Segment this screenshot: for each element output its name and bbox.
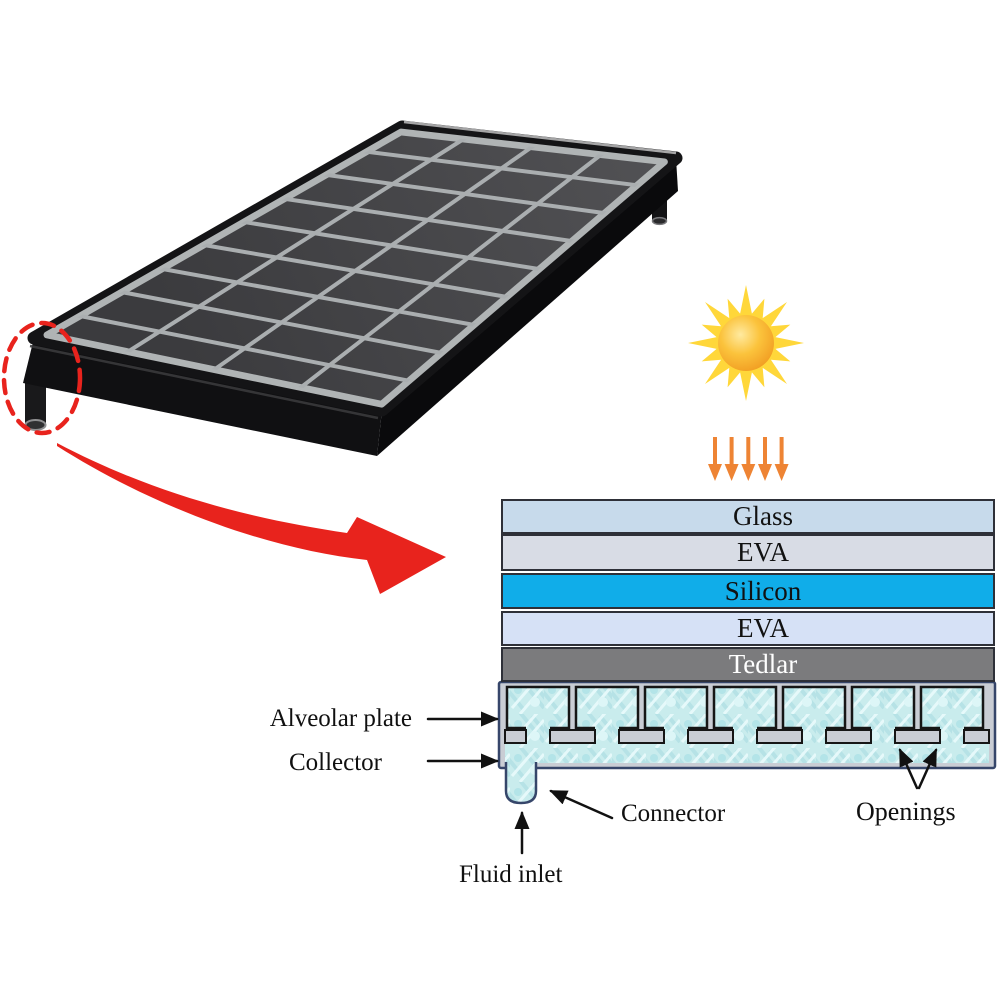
cell-opening (664, 724, 688, 746)
alveolar-plate-graphic (497, 680, 997, 805)
cell-opening (802, 724, 826, 746)
layer-label: Glass (733, 501, 793, 531)
frame-glint (403, 120, 677, 155)
collector-channel (505, 744, 989, 763)
alveolar-cell (712, 685, 778, 730)
layer-label: Tedlar (728, 649, 798, 679)
foot-bar (687, 729, 734, 744)
irradiance-down-arrows (708, 437, 789, 481)
foot-bar (618, 729, 665, 744)
cell-opening (733, 724, 757, 746)
sun-icon (688, 285, 804, 401)
alveolar-cell (574, 685, 640, 730)
openings-label: Openings (856, 797, 956, 826)
openings-arrows (898, 748, 938, 790)
alveolar-cell (781, 685, 847, 730)
foot-bar (549, 729, 596, 744)
foot-bar (894, 729, 941, 744)
cell-opening (526, 724, 550, 746)
layer-glass: Glass (501, 499, 995, 534)
foot-bar (756, 729, 803, 744)
panel-frame-side-right (377, 158, 678, 456)
foot-bar (963, 729, 990, 744)
alveolar-cell (919, 685, 985, 730)
frame-bevel-line (29, 344, 379, 420)
red-zoom-arrow (57, 443, 446, 594)
irradiance-arrow (741, 437, 756, 481)
layer-label: EVA (736, 537, 789, 567)
solar-panel-photo (23, 120, 683, 456)
foot-bar (825, 729, 872, 744)
layer-label: EVA (736, 613, 789, 643)
fluid-inlet-label: Fluid inlet (459, 861, 563, 888)
foot-bar (504, 729, 527, 744)
irradiance-arrow (724, 437, 739, 481)
layer-stack: Glass EVA Silicon EVA Tedlar (501, 499, 995, 682)
panel-face-margin (43, 128, 668, 408)
panel-leg-left (24, 375, 47, 431)
red-dashed-highlight-ellipse (1, 320, 83, 436)
layer-eva-bottom: EVA (501, 611, 995, 646)
irradiance-arrow (758, 437, 772, 481)
cell-opening (595, 724, 619, 746)
layer-silicon: Silicon (501, 573, 995, 609)
layer-tedlar: Tedlar (501, 647, 995, 682)
irradiance-arrow (708, 437, 722, 481)
connector-label: Connector (621, 800, 726, 827)
cell-opening (940, 724, 964, 746)
sun-core (718, 315, 774, 371)
connector-arrow (549, 789, 614, 820)
layer-label: Silicon (724, 575, 802, 606)
alveolar-cell (643, 685, 709, 730)
panel-frame-side-left (23, 338, 382, 456)
collector-label: Collector (288, 749, 382, 776)
alveolar-plate-label: Alveolar plate (269, 705, 412, 732)
layer-eva-top: EVA (501, 534, 995, 571)
alveolar-cell (505, 685, 571, 730)
inlet-tube-graphic (504, 762, 538, 805)
irradiance-arrow (774, 437, 789, 481)
panel-cell-grid (73, 133, 645, 394)
alveolar-cell (850, 685, 916, 730)
cell-opening (871, 724, 895, 746)
